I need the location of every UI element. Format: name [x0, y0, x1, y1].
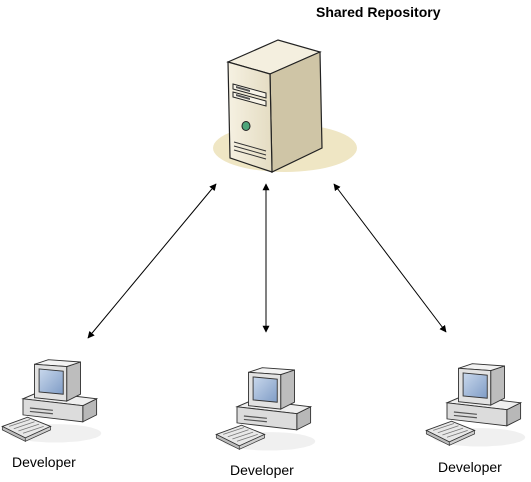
arrow-right [333, 183, 447, 333]
developer-label: Developer [12, 454, 76, 470]
desktop-computer-icon [425, 363, 526, 448]
developer-label: Developer [438, 459, 502, 475]
arrow-left [87, 183, 217, 339]
desktop-computer-icon [215, 367, 316, 452]
developer-label: Developer [230, 462, 294, 478]
desktop-computer-icon [1, 359, 102, 444]
diagram-title: Shared Repository [316, 4, 441, 20]
server-tower-icon [213, 39, 357, 173]
connection-arrows [87, 183, 447, 339]
